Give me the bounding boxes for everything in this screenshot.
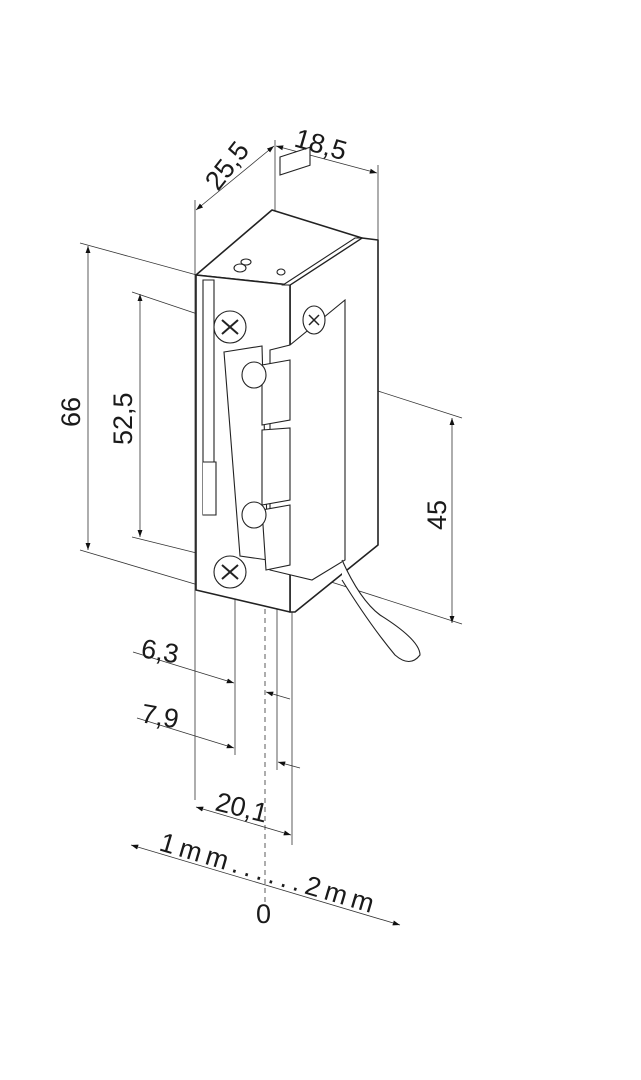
screw-inner-top (241, 361, 267, 389)
screw-faceplate-top (302, 305, 326, 335)
dim-body-width: 20,1 (213, 787, 271, 829)
dim-depth: 25,5 (199, 136, 255, 196)
screw-bottom-left (213, 555, 247, 589)
dim-offset-b: 7,9 (139, 698, 181, 734)
dim-latch-height: 45 (422, 500, 452, 530)
dim-mounting-height: 52,5 (108, 392, 138, 445)
screw-top-left (213, 310, 247, 344)
dimension-lines (85, 145, 455, 926)
adjustment-zero: 0 (256, 899, 271, 929)
dim-overall-height: 66 (56, 397, 86, 427)
dim-offset-a: 6,3 (139, 633, 181, 669)
screw-inner-bottom (241, 501, 267, 529)
